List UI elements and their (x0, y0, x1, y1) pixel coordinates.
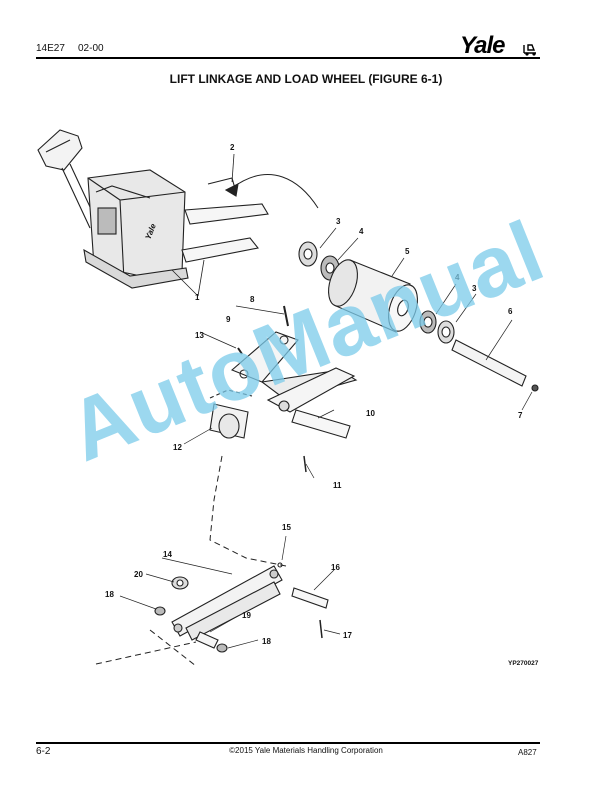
callout-20: 20 (134, 570, 143, 579)
callout-12: 12 (173, 443, 182, 452)
copyright: ©2015 Yale Materials Handling Corporatio… (229, 746, 383, 755)
lower-link-assembly (119, 535, 341, 653)
callout-5: 5 (405, 247, 410, 256)
callout-4: 4 (359, 227, 364, 236)
callout-1: 1 (195, 293, 200, 302)
footer-code: A827 (518, 748, 537, 757)
document-code: 14E27 (36, 43, 65, 54)
callout-4-right: 4 (455, 273, 460, 282)
document-revision: 02-00 (78, 43, 104, 54)
callout-19: 19 (242, 611, 251, 620)
callout-13: 13 (195, 331, 204, 340)
callout-11: 11 (333, 481, 342, 490)
callout-7: 7 (518, 411, 523, 420)
callout-18-lower: 18 (262, 637, 271, 646)
callout-8: 8 (250, 295, 255, 304)
callout-10: 10 (366, 409, 375, 418)
callout-2: 2 (230, 143, 235, 152)
callout-17: 17 (343, 631, 352, 640)
footer-rule (36, 742, 540, 744)
pallet-truck (37, 129, 319, 297)
callout-18: 18 (105, 590, 114, 599)
callout-15: 15 (282, 523, 291, 532)
yale-logo: Yale (460, 32, 505, 59)
exploded-parts-diagram: Yale (37, 129, 539, 667)
page-number: 6-2 (36, 746, 51, 757)
lift-linkage (183, 305, 358, 479)
callout-14: 14 (163, 550, 172, 559)
header-rule (36, 57, 540, 59)
left-centerline (95, 641, 197, 665)
load-wheel-assembly (298, 227, 539, 411)
assembly-centerline (209, 455, 287, 567)
callout-6: 6 (508, 307, 513, 316)
callout-3-right: 3 (472, 284, 477, 293)
page-title: LIFT LINKAGE AND LOAD WHEEL (FIGURE 6-1) (169, 72, 443, 86)
callout-3: 3 (336, 217, 341, 226)
callout-16: 16 (331, 563, 340, 572)
callout-9: 9 (226, 315, 231, 324)
forklift-icon (523, 44, 536, 56)
figure-code: YP270027 (508, 660, 539, 667)
